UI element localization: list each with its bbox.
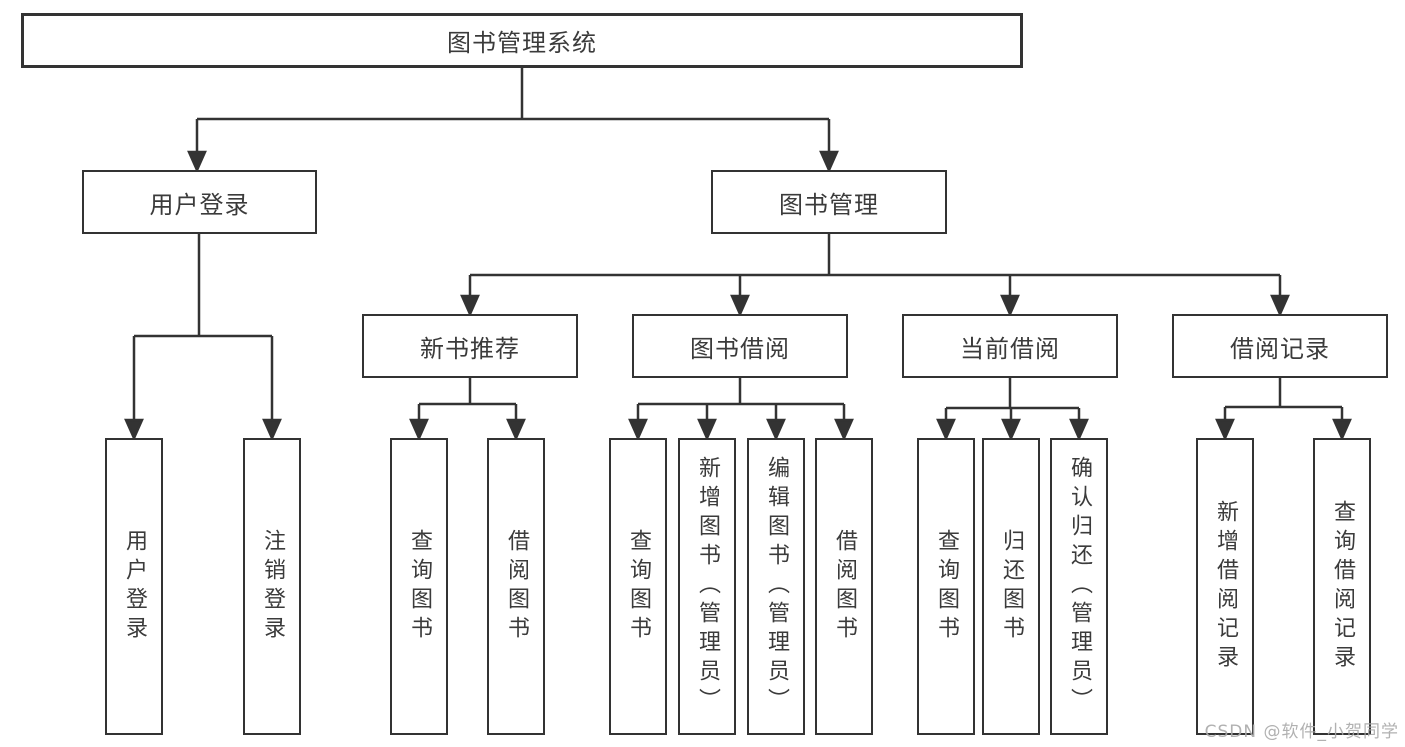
node-leaf-return-books: 归还图书 bbox=[982, 438, 1040, 735]
node-leaf-user-login: 用户登录 bbox=[105, 438, 163, 735]
edge-book-borrow-split bbox=[628, 378, 854, 442]
edge-current-borrow-split bbox=[936, 378, 1089, 442]
node-library-system: 图书管理系统 bbox=[21, 13, 1023, 68]
node-leaf-logout: 注销登录 bbox=[243, 438, 301, 735]
node-new-book-recommend: 新书推荐 bbox=[362, 314, 578, 378]
edge-user-login-split bbox=[124, 234, 282, 442]
edge-borrow-record-split bbox=[1215, 378, 1352, 442]
edge-root-split bbox=[187, 68, 839, 174]
node-leaf-borrow-books-recommend: 借阅图书 bbox=[487, 438, 545, 735]
node-leaf-add-books-admin: 新增图书（管理员） bbox=[678, 438, 736, 735]
node-leaf-edit-books-admin: 编辑图书（管理员） bbox=[747, 438, 805, 735]
node-leaf-borrow-books: 借阅图书 bbox=[815, 438, 873, 735]
node-leaf-add-borrow-record: 新增借阅记录 bbox=[1196, 438, 1254, 735]
node-user-login: 用户登录 bbox=[82, 170, 317, 234]
csdn-watermark: CSDN @软件_小贺同学 bbox=[1204, 722, 1399, 742]
node-leaf-query-books-recommend: 查询图书 bbox=[390, 438, 448, 735]
node-book-borrow: 图书借阅 bbox=[632, 314, 848, 378]
node-leaf-query-books-current: 查询图书 bbox=[917, 438, 975, 735]
edge-book-mgmt-split bbox=[460, 234, 1290, 318]
node-leaf-query-books-borrow: 查询图书 bbox=[609, 438, 667, 735]
node-leaf-query-borrow-record: 查询借阅记录 bbox=[1313, 438, 1371, 735]
edge-new-book-split bbox=[409, 378, 526, 442]
node-current-borrow: 当前借阅 bbox=[902, 314, 1118, 378]
node-book-management: 图书管理 bbox=[711, 170, 947, 234]
node-borrow-record: 借阅记录 bbox=[1172, 314, 1388, 378]
node-leaf-confirm-return-admin: 确认归还（管理员） bbox=[1050, 438, 1108, 735]
